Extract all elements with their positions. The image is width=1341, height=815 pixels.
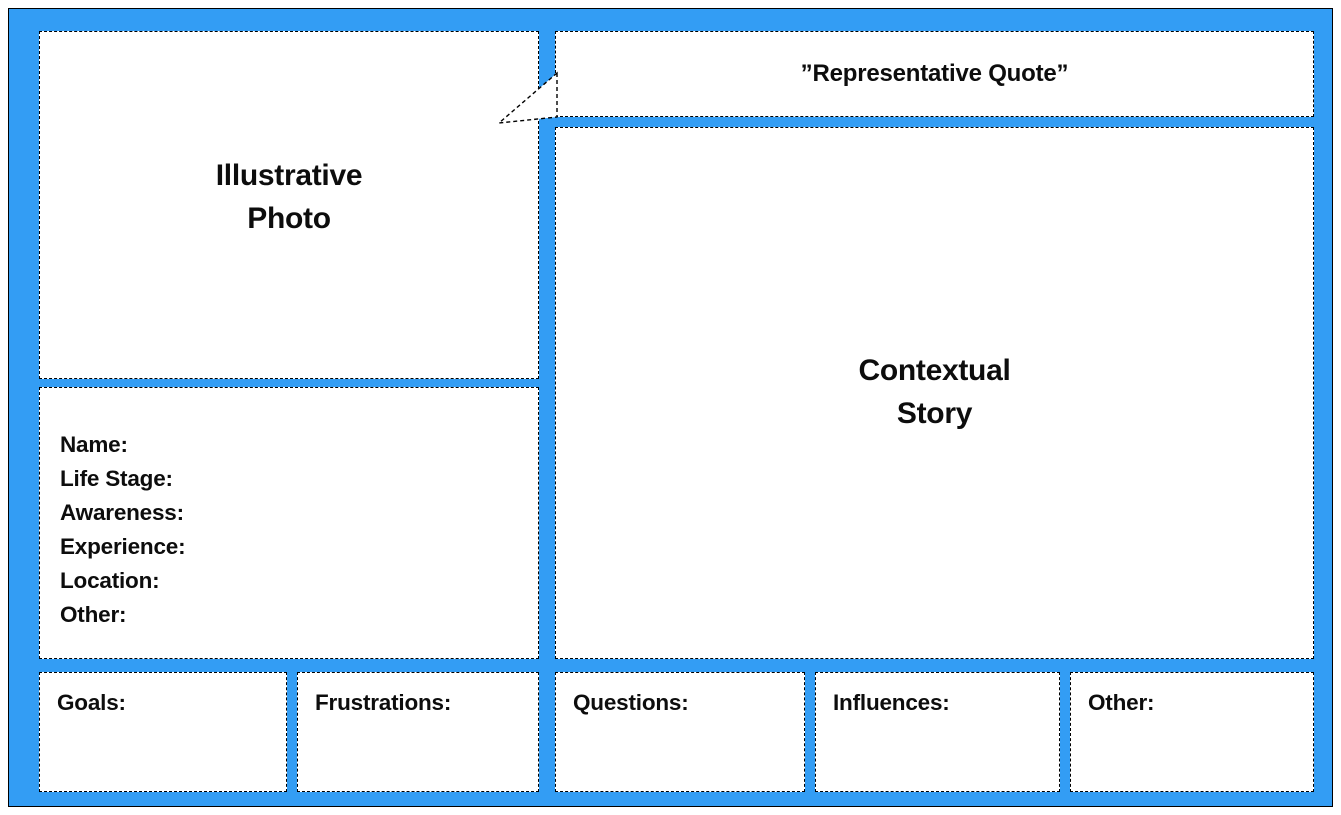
- persona-board: Illustrative Photo Name: Life Stage: Awa…: [8, 8, 1333, 807]
- attributes-list: Name: Life Stage: Awareness: Experience:…: [60, 428, 538, 632]
- representative-quote-label: ”Representative Quote”: [800, 60, 1069, 87]
- frustrations-label: Frustrations:: [315, 690, 452, 715]
- goals-box[interactable]: Goals:: [39, 672, 287, 792]
- influences-box[interactable]: Influences:: [815, 672, 1060, 792]
- attributes-panel[interactable]: Name: Life Stage: Awareness: Experience:…: [39, 387, 539, 659]
- representative-quote-box[interactable]: ”Representative Quote”: [555, 31, 1314, 117]
- illustrative-photo-label: Illustrative Photo: [215, 159, 363, 235]
- attribute-experience: Experience:: [60, 534, 186, 559]
- attribute-location: Location:: [60, 568, 160, 593]
- goals-label: Goals:: [57, 690, 126, 715]
- questions-box[interactable]: Questions:: [555, 672, 805, 792]
- contextual-story-label: Contextual Story: [858, 354, 1011, 430]
- questions-label: Questions:: [573, 690, 689, 715]
- attribute-life-stage: Life Stage:: [60, 466, 173, 491]
- illustrative-photo-placeholder[interactable]: Illustrative Photo: [39, 31, 539, 379]
- influences-label: Influences:: [833, 690, 950, 715]
- attribute-other: Other:: [60, 602, 127, 627]
- frustrations-box[interactable]: Frustrations:: [297, 672, 539, 792]
- contextual-story-box[interactable]: Contextual Story: [555, 127, 1314, 659]
- other-label: Other:: [1088, 690, 1155, 715]
- attribute-name: Name:: [60, 432, 128, 457]
- other-box[interactable]: Other:: [1070, 672, 1314, 792]
- attribute-awareness: Awareness:: [60, 500, 184, 525]
